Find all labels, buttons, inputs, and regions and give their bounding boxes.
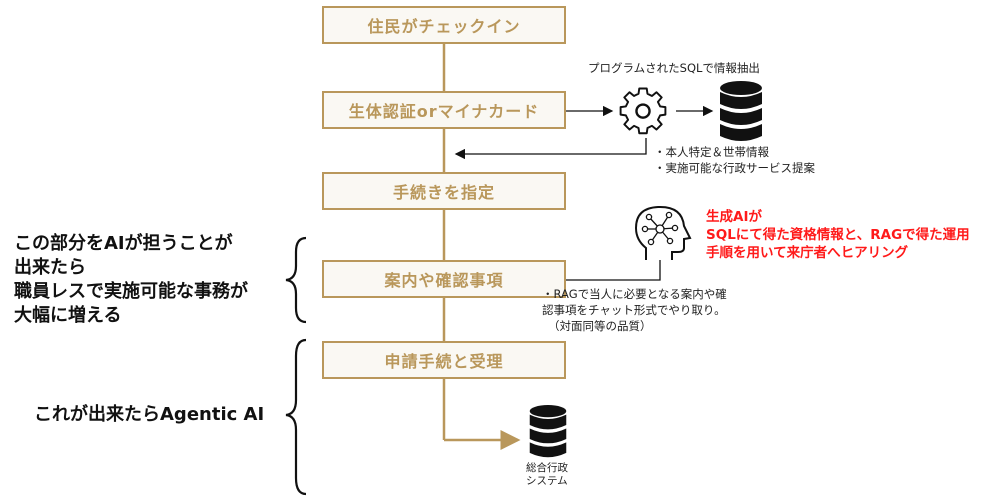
database-icon — [720, 81, 762, 141]
ai-note-line2: SQLにて得た資格情報と、RAGで得た運用 — [706, 227, 970, 243]
left-note-line4: 大幅に増える — [14, 305, 122, 326]
sql-caption: プログラムされたSQLで情報抽出 — [588, 61, 760, 75]
system-label-line1: 総合行政 — [526, 462, 568, 474]
step-guidance: 案内や確認事項 — [322, 260, 566, 298]
rag-note-line2: 認事項をチャット形式でやり取り。 — [542, 303, 726, 317]
ai-head-icon — [634, 205, 692, 260]
ai-note-line3: 手順を用いて来庁者へヒアリング — [706, 245, 909, 261]
sql-result-2: ・実施可能な行政サービス提案 — [654, 161, 815, 175]
step-authentication: 生体認証orマイナカード — [322, 91, 566, 129]
arrow-ai-return — [534, 260, 661, 286]
arrow-gear-return — [454, 138, 647, 160]
left-note-line3: 職員レスで実施可能な事務が — [14, 281, 248, 302]
system-database-icon — [529, 405, 567, 458]
agentic-note: これが出来たらAgentic AI — [34, 404, 265, 425]
step-select-procedure: 手続きを指定 — [322, 172, 566, 210]
ai-note-line1: 生成AIが — [706, 209, 762, 225]
gear-icon — [619, 87, 667, 135]
left-note-line2: 出来たら — [14, 257, 86, 278]
step-checkin: 住民がチェックイン — [322, 6, 566, 44]
rag-note-line3: （対面同等の品質） — [548, 319, 652, 333]
rag-note-line1: ・RAGで当人に必要となる案内や確 — [542, 287, 727, 301]
left-note-line1: この部分をAIが担うことが — [14, 233, 233, 254]
sql-result-1: ・本人特定＆世帯情報 — [654, 145, 769, 159]
brace-1 — [285, 236, 307, 324]
system-label-line2: システム — [526, 475, 568, 487]
step-application: 申請手続と受理 — [322, 341, 566, 379]
brace-2 — [285, 338, 307, 496]
